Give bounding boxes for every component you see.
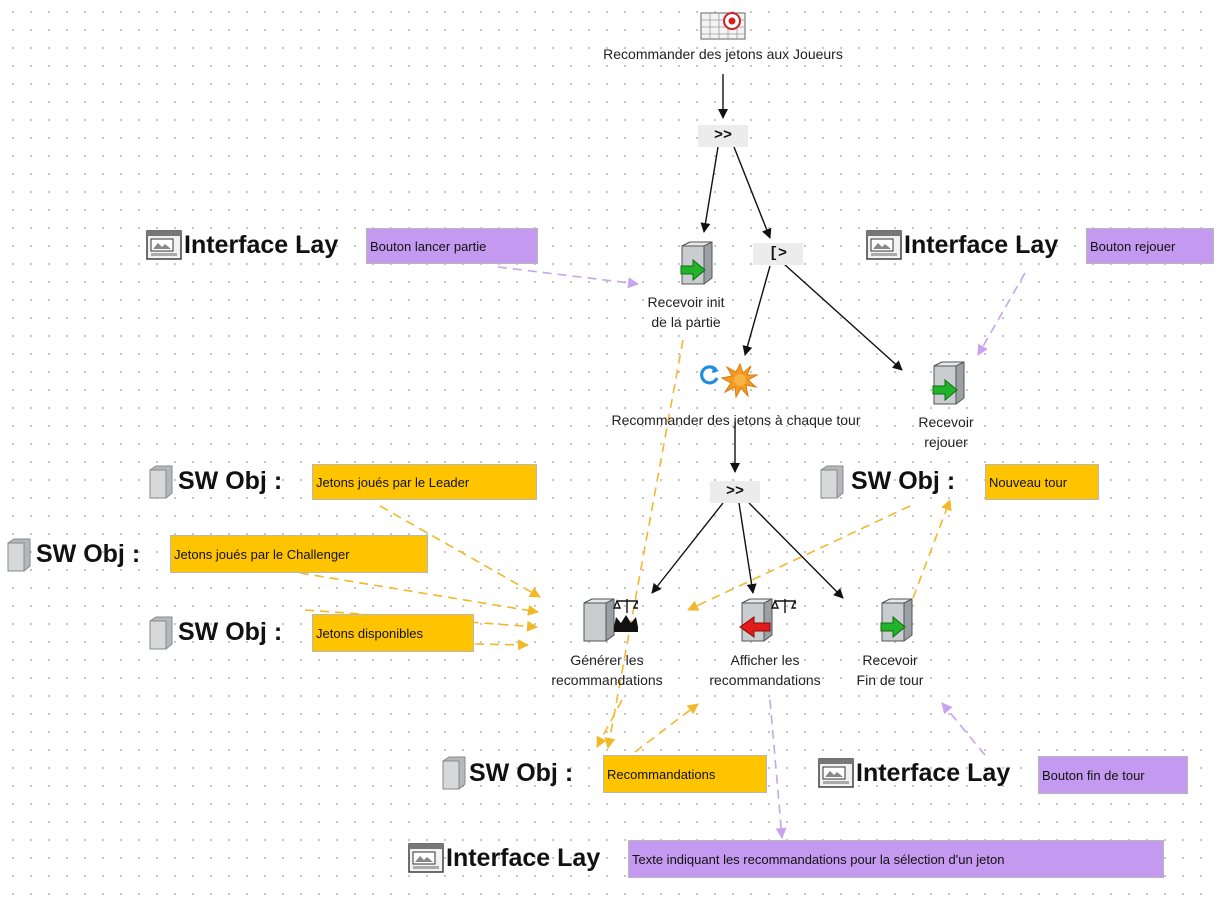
software-tag-jetons-disponibles[interactable]: Jetons disponibles — [312, 614, 474, 652]
software-tag-jetons-leader[interactable]: Jetons joués par le Leader — [312, 464, 537, 500]
edge-seq2-to-afficher — [738, 502, 757, 594]
input-system-task-icon[interactable] — [678, 240, 714, 286]
software-object-icon — [6, 538, 32, 572]
interface-tag-bouton-fin-de-tour[interactable]: Bouton fin de tour — [1038, 756, 1188, 794]
interface-tag-texte-recommandations[interactable]: Texte indiquant les recommandations pour… — [628, 840, 1164, 878]
software-tag-jetons-challenger[interactable]: Jetons joués par le Challenger — [170, 535, 428, 573]
interface-window-icon — [408, 843, 444, 873]
output-system-task-icon[interactable] — [738, 597, 800, 643]
interface-title: Interface Lay — [904, 231, 1059, 259]
flow-nouveau-tour-to-generer — [687, 505, 911, 611]
flow-afficher-to-texte — [769, 699, 787, 839]
processing-task-icon[interactable] — [580, 597, 642, 643]
input-system-task-icon[interactable] — [930, 360, 966, 406]
task-generer-label: Générer les recommandations — [551, 652, 663, 688]
interface-window-icon — [866, 230, 902, 260]
task-recevoir-fin-label: Recevoir Fin de tour — [856, 652, 924, 688]
software-tag-recommandations[interactable]: Recommandations — [603, 755, 767, 793]
task-recevoir-init-label: Recevoir init de la partie — [647, 294, 725, 330]
software-object-title: SW Obj : — [178, 618, 283, 646]
software-tag-nouveau-tour[interactable]: Nouveau tour — [985, 464, 1099, 500]
flow-disponibles-to-generer — [304, 609, 538, 632]
edge-seq2-to-fin — [748, 502, 844, 599]
flow-fin-to-nouveau-tour — [912, 499, 952, 599]
task-loop-label: Recommander des jetons à chaque tour — [611, 412, 861, 428]
software-object-icon — [148, 616, 174, 650]
software-object-title: SW Obj : — [36, 540, 141, 568]
flow-generer-to-recommandations — [596, 699, 623, 748]
flow-init-to-recommandations — [604, 339, 684, 749]
goal-icon[interactable] — [700, 10, 746, 40]
disable-operator[interactable]: [> — [753, 243, 803, 265]
edge-disable-to-loop — [742, 265, 771, 356]
flow-recommandations-to-afficher — [634, 703, 699, 753]
interface-title: Interface Lay — [446, 844, 601, 872]
abstract-task-splash-icon[interactable] — [720, 360, 760, 400]
input-system-task-icon[interactable] — [878, 597, 914, 643]
interface-window-icon — [146, 230, 182, 260]
interface-title: Interface Lay — [856, 759, 1011, 787]
iteration-icon — [699, 364, 721, 386]
sequence-operator-loop[interactable]: >> — [710, 481, 760, 503]
flow-leader-to-generer — [379, 505, 541, 598]
software-object-title: SW Obj : — [469, 759, 574, 787]
software-object-title: SW Obj : — [178, 467, 283, 495]
software-object-title: SW Obj : — [851, 467, 956, 495]
edge-seq-to-init — [700, 146, 719, 233]
interface-tag-bouton-lancer[interactable]: Bouton lancer partie — [366, 228, 538, 264]
flow-challenger-to-generer — [299, 572, 539, 616]
edge-seq-to-disable — [733, 146, 772, 239]
flow-fin-button-to-recevoir — [941, 702, 986, 756]
flow-rejouer-to-recevoir — [977, 272, 1026, 356]
flow-disponibles-to-generer-2 — [474, 639, 529, 651]
goal-label: Recommander des jetons aux Joueurs — [603, 46, 843, 62]
interface-window-icon — [818, 758, 854, 788]
interface-title: Interface Lay — [184, 231, 339, 259]
task-afficher-label: Afficher les recommandations — [709, 652, 821, 688]
software-object-icon — [441, 756, 467, 790]
software-object-icon — [148, 465, 174, 499]
software-object-icon — [819, 465, 845, 499]
interface-tag-bouton-rejouer[interactable]: Bouton rejouer — [1086, 228, 1214, 264]
task-recevoir-rejouer-label: Recevoir rejouer — [918, 414, 974, 450]
edge-disable-to-rejouer — [783, 263, 903, 371]
flow-lancer-to-init — [497, 266, 639, 289]
edge-seq2-to-generer — [651, 502, 724, 594]
sequence-operator-top[interactable]: >> — [698, 125, 748, 147]
